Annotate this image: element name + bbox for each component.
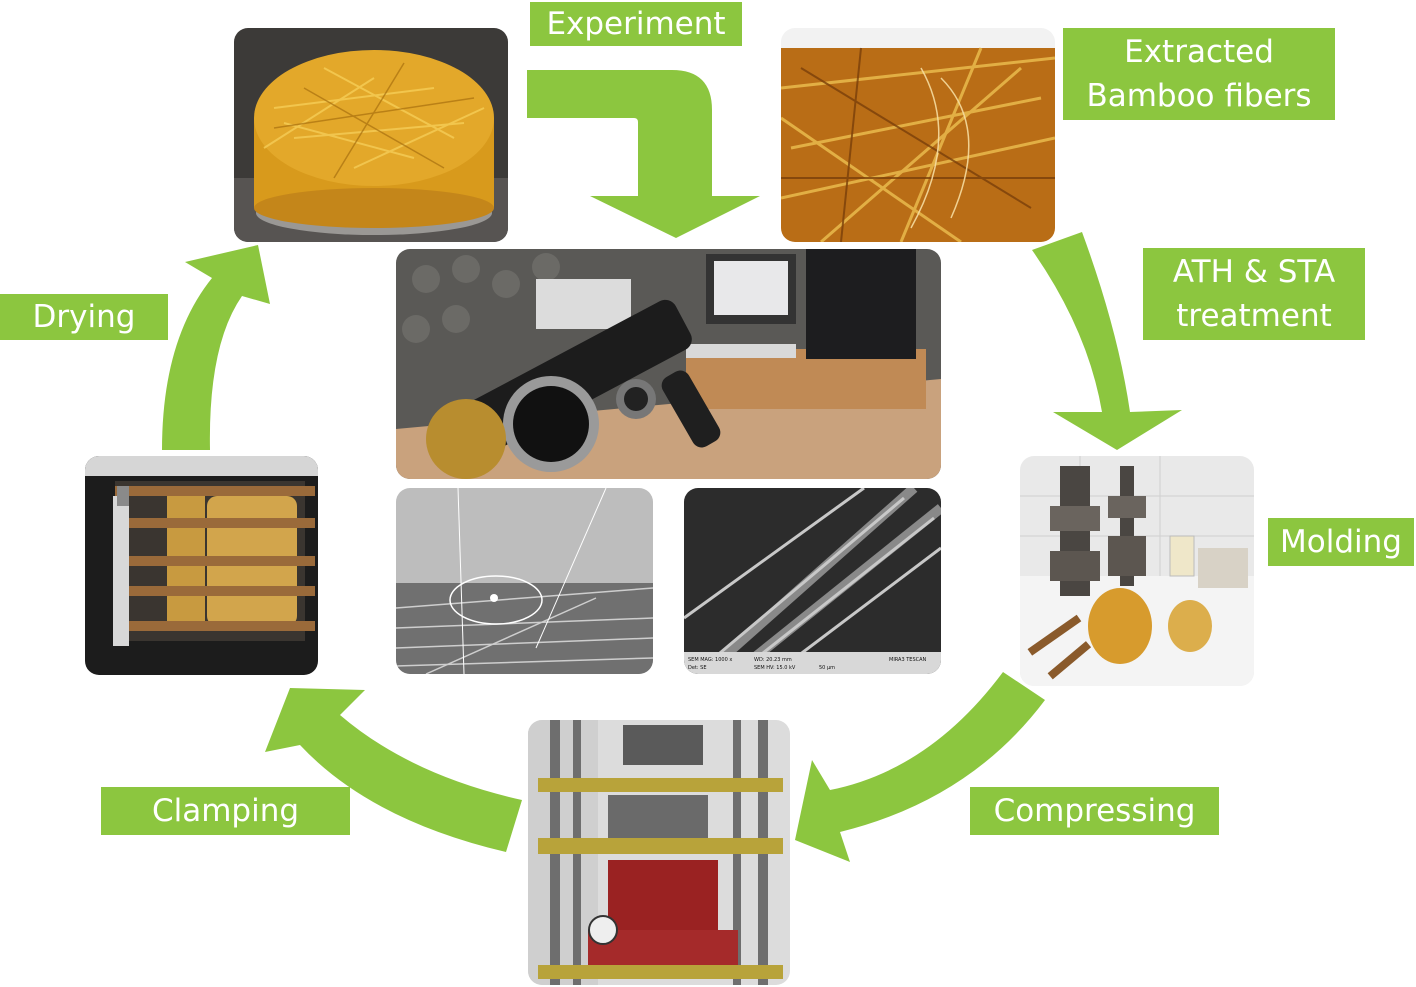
label-clamping: Clamping bbox=[101, 787, 350, 835]
label-extracted-line2: Bamboo fibers bbox=[1086, 78, 1312, 114]
arrow-ath-treatment bbox=[1032, 232, 1182, 450]
sem-caption-wd: WD: 20.23 mm bbox=[754, 657, 792, 663]
bamboo-fiber-disk-photo bbox=[234, 28, 508, 242]
clamping-frame-photo bbox=[85, 456, 318, 675]
sem-caption-scale: 50 µm bbox=[819, 665, 835, 671]
droplet-contact-angle-photo bbox=[396, 488, 653, 674]
arrow-drying bbox=[162, 245, 270, 450]
raw-bamboo-fibers-photo bbox=[781, 28, 1055, 242]
label-experiment-text: Experiment bbox=[546, 6, 726, 42]
arrow-compressing bbox=[795, 672, 1045, 862]
label-ath-line1: ATH & STA bbox=[1172, 254, 1336, 290]
label-drying-text: Drying bbox=[32, 299, 136, 335]
hydraulic-press-photo bbox=[528, 720, 790, 985]
sem-caption-hv: SEM HV: 15.0 kV bbox=[754, 665, 796, 671]
label-molding-text: Molding bbox=[1280, 524, 1402, 560]
impedance-tube-lab-photo bbox=[396, 249, 941, 479]
label-extracted-line1: Extracted bbox=[1124, 34, 1274, 70]
sem-caption-mag: SEM MAG: 1000 x bbox=[688, 657, 732, 663]
label-ath-line2: treatment bbox=[1176, 298, 1332, 334]
sem-caption-det: Det: SE bbox=[688, 665, 707, 671]
label-experiment: Experiment bbox=[530, 2, 742, 46]
arrow-experiment bbox=[527, 70, 760, 238]
sem-caption-brand: MIRA3 TESCAN bbox=[889, 657, 927, 663]
label-compressing: Compressing bbox=[970, 787, 1219, 835]
label-molding: Molding bbox=[1268, 518, 1414, 566]
label-compressing-text: Compressing bbox=[993, 793, 1196, 829]
label-extracted-bamboo-fibers: Extracted Bamboo fibers bbox=[1063, 28, 1335, 120]
label-drying: Drying bbox=[0, 294, 168, 340]
mold-tools-photo bbox=[1020, 456, 1254, 686]
label-clamping-text: Clamping bbox=[151, 793, 300, 829]
arrow-clamping bbox=[265, 688, 522, 852]
label-ath-sta-treatment: ATH & STA treatment bbox=[1143, 248, 1365, 340]
sem-micrograph-photo: SEM MAG: 1000 x WD: 20.23 mm Det: SE SEM… bbox=[684, 488, 941, 674]
